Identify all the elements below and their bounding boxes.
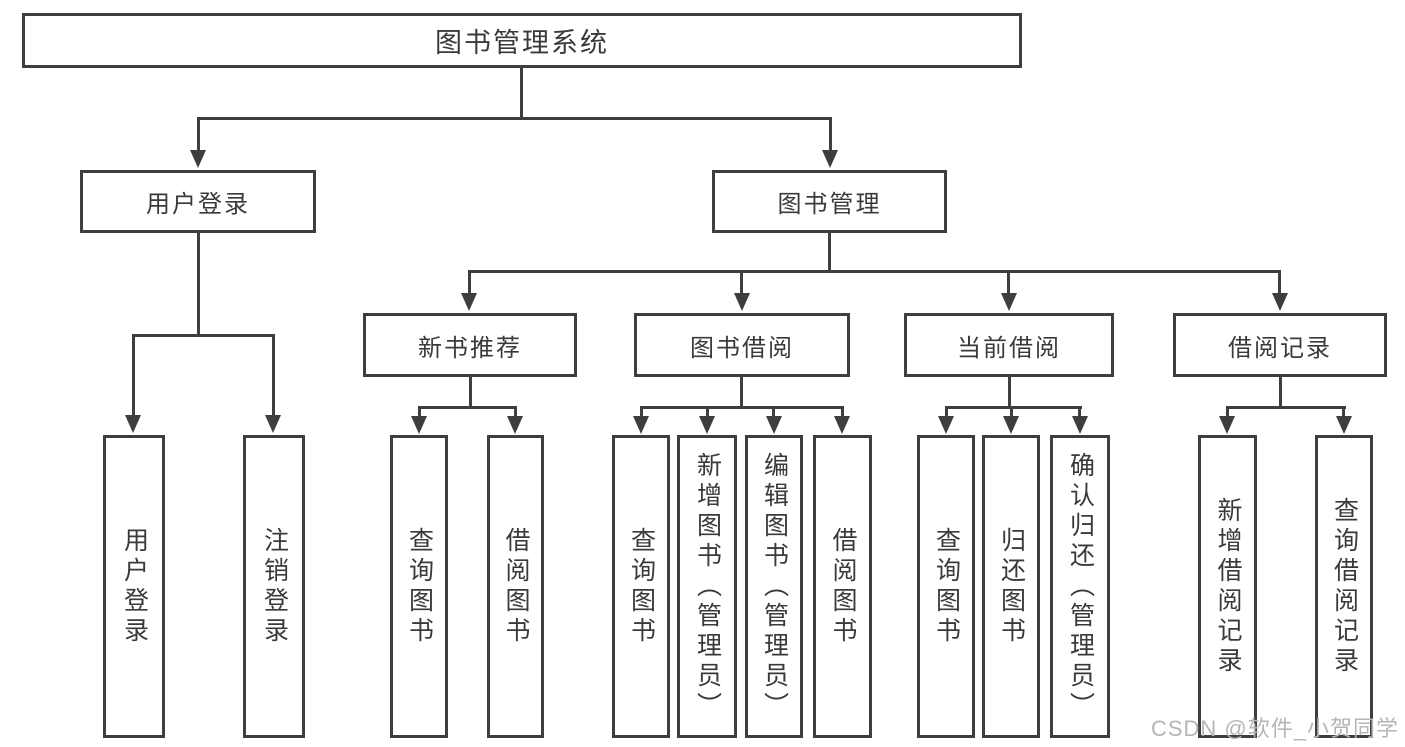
node-new-book-label: 新书推荐 [418, 334, 522, 362]
arrow-down-icon [507, 416, 523, 434]
arrow-down-icon [411, 416, 427, 434]
node-book-borrow-section: 图书借阅 [634, 313, 850, 377]
leaf-newbook-query-label: 查询图书 [405, 526, 434, 647]
arrow-down-icon [461, 293, 477, 311]
leaf-current-confirm-return-label: 确认归还（管理员） [1066, 451, 1095, 722]
leaf-newbook-borrow-label: 借阅图书 [502, 526, 530, 647]
connector-borrow-bar [640, 406, 844, 409]
csdn-watermark: CSDN @软件_小贺同学 [1150, 716, 1399, 741]
connector-root-bar [197, 117, 832, 120]
connector-borrow-drop-3 [772, 406, 775, 418]
arrow-down-icon [125, 415, 141, 433]
arrow-down-icon [938, 416, 954, 434]
connector-borrow-drop-2 [706, 406, 709, 418]
arrow-down-icon [1003, 416, 1019, 434]
connector-root-stem [520, 68, 523, 118]
connector-newbook-stem [469, 377, 472, 409]
arrow-down-icon [1272, 293, 1288, 311]
leaf-borrow-query-label: 查询图书 [627, 526, 656, 647]
connector-current-drop-3 [1078, 406, 1081, 418]
arrow-down-icon [822, 150, 838, 168]
node-borrow-records-label: 借阅记录 [1228, 334, 1332, 362]
node-current-borrow-section: 当前借阅 [904, 313, 1114, 377]
leaf-borrow-add-book-label: 新增图书（管理员） [693, 451, 722, 722]
connector-borrow-stem [740, 377, 743, 409]
connector-newbook-drop-2 [514, 406, 517, 418]
connector-root-drop-left [197, 117, 200, 152]
connector-mgmt-bar [468, 270, 1281, 273]
node-borrow-records-section: 借阅记录 [1173, 313, 1387, 377]
connector-login-bar [132, 334, 275, 337]
connector-newbook-bar [418, 406, 517, 409]
connector-current-drop-1 [945, 406, 948, 418]
leaf-current-confirm-return: 确认归还（管理员） [1050, 435, 1110, 738]
arrow-down-icon [1336, 416, 1352, 434]
arrow-down-icon [1001, 293, 1017, 311]
connector-newbook-drop-1 [418, 406, 421, 418]
connector-borrow-drop-1 [640, 406, 643, 418]
connector-records-drop-2 [1342, 406, 1345, 418]
arrow-down-icon [633, 416, 649, 434]
leaf-records-add: 新增借阅记录 [1198, 435, 1257, 738]
leaf-records-query: 查询借阅记录 [1315, 435, 1373, 738]
connector-records-stem [1279, 377, 1282, 409]
leaf-borrow-borrow-book-label: 借阅图书 [829, 526, 857, 647]
connector-current-bar [945, 406, 1082, 409]
leaf-current-query-label: 查询图书 [932, 526, 961, 647]
leaf-newbook-query: 查询图书 [390, 435, 448, 738]
connector-records-drop-1 [1226, 406, 1229, 418]
arrow-down-icon [766, 416, 782, 434]
node-root-label: 图书管理系统 [435, 28, 609, 58]
arrow-down-icon [265, 415, 281, 433]
arrow-down-icon [734, 293, 750, 311]
connector-current-drop-2 [1010, 406, 1013, 418]
leaf-borrow-borrow-book: 借阅图书 [813, 435, 872, 738]
leaf-user-login: 用户登录 [103, 435, 165, 738]
leaf-current-return: 归还图书 [982, 435, 1040, 738]
arrow-down-icon [190, 150, 206, 168]
connector-mgmt-drop-3 [1007, 270, 1010, 294]
node-root: 图书管理系统 [22, 13, 1022, 68]
arrow-down-icon [834, 416, 850, 434]
connector-mgmt-drop-1 [468, 270, 471, 294]
leaf-borrow-edit-book: 编辑图书（管理员） [745, 435, 803, 738]
node-user-login-branch: 用户登录 [80, 170, 316, 233]
leaf-borrow-edit-book-label: 编辑图书（管理员） [760, 451, 789, 722]
connector-login-drop-1 [132, 334, 135, 416]
node-user-login-branch-label: 用户登录 [146, 191, 250, 218]
leaf-logout-label: 注销登录 [260, 526, 289, 647]
arrow-down-icon [1219, 416, 1235, 434]
leaf-borrow-add-book: 新增图书（管理员） [677, 435, 737, 738]
node-book-mgmt-branch-label: 图书管理 [777, 191, 882, 218]
node-new-book-section: 新书推荐 [363, 313, 577, 377]
leaf-logout: 注销登录 [243, 435, 305, 738]
leaf-records-query-label: 查询借阅记录 [1330, 496, 1359, 677]
node-book-mgmt-branch: 图书管理 [712, 170, 947, 233]
leaf-newbook-borrow: 借阅图书 [487, 435, 544, 738]
connector-current-stem [1008, 377, 1011, 409]
arrow-down-icon [1072, 416, 1088, 434]
connector-mgmt-drop-2 [740, 270, 743, 294]
connector-mgmt-stem [828, 233, 831, 273]
connector-borrow-drop-4 [841, 406, 844, 418]
node-book-borrow-label: 图书借阅 [690, 334, 794, 362]
leaf-current-query: 查询图书 [917, 435, 975, 738]
leaf-borrow-query: 查询图书 [612, 435, 670, 738]
leaf-current-return-label: 归还图书 [997, 526, 1026, 647]
leaf-records-add-label: 新增借阅记录 [1214, 496, 1242, 677]
leaf-user-login-label: 用户登录 [120, 526, 149, 647]
connector-login-drop-2 [272, 334, 275, 416]
node-current-borrow-label: 当前借阅 [957, 334, 1061, 362]
connector-login-stem [197, 233, 200, 337]
connector-records-bar [1226, 406, 1346, 409]
connector-root-drop-right [829, 117, 832, 152]
arrow-down-icon [699, 416, 715, 434]
connector-mgmt-drop-4 [1278, 270, 1281, 294]
